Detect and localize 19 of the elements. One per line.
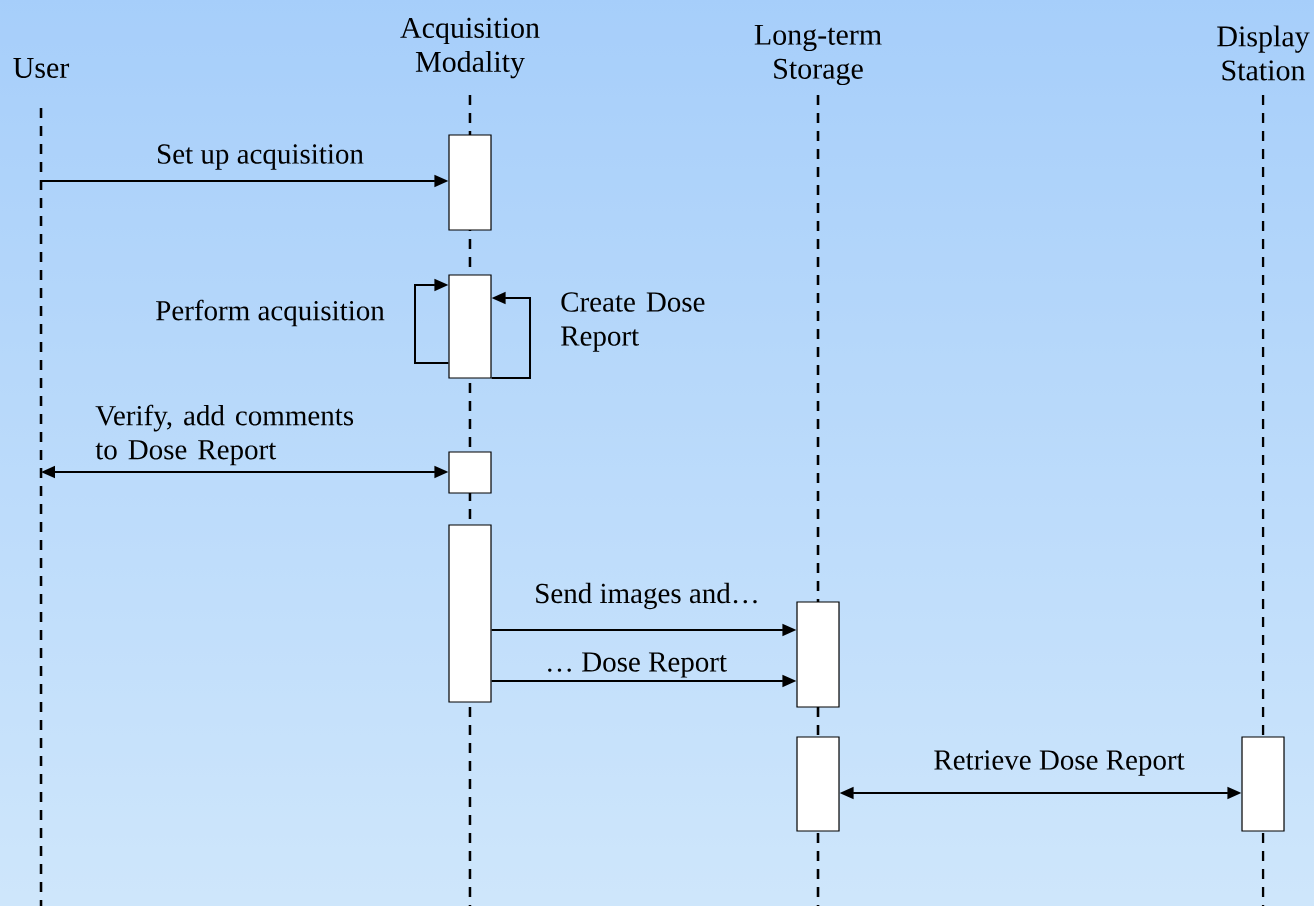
activation-bar — [1241, 736, 1285, 832]
activation-bar — [448, 134, 492, 231]
activation-bar — [448, 274, 492, 379]
message-label: Send images and… — [536, 582, 757, 610]
message-label: Create Dose Report — [561, 292, 705, 352]
message-label: … Dose Report — [548, 652, 727, 678]
message-label: Set up acquisition — [158, 144, 364, 170]
message-label: Retrieve Dose Report — [934, 750, 1185, 776]
activation-bar — [448, 524, 492, 703]
self-message-arrow — [414, 278, 450, 364]
participant-label: Long-term Storage — [754, 24, 882, 86]
activation-bar — [448, 451, 492, 494]
activation-bar — [796, 601, 840, 708]
message-label: Perform acquisition — [156, 299, 385, 327]
message-label: Verify, add comments to Dose Report — [95, 404, 354, 466]
participant-label: Acquisition Modality — [400, 17, 540, 79]
participant-label: Display Station — [1217, 25, 1310, 81]
activation-bar — [796, 736, 840, 832]
participant-label: User — [13, 58, 70, 78]
